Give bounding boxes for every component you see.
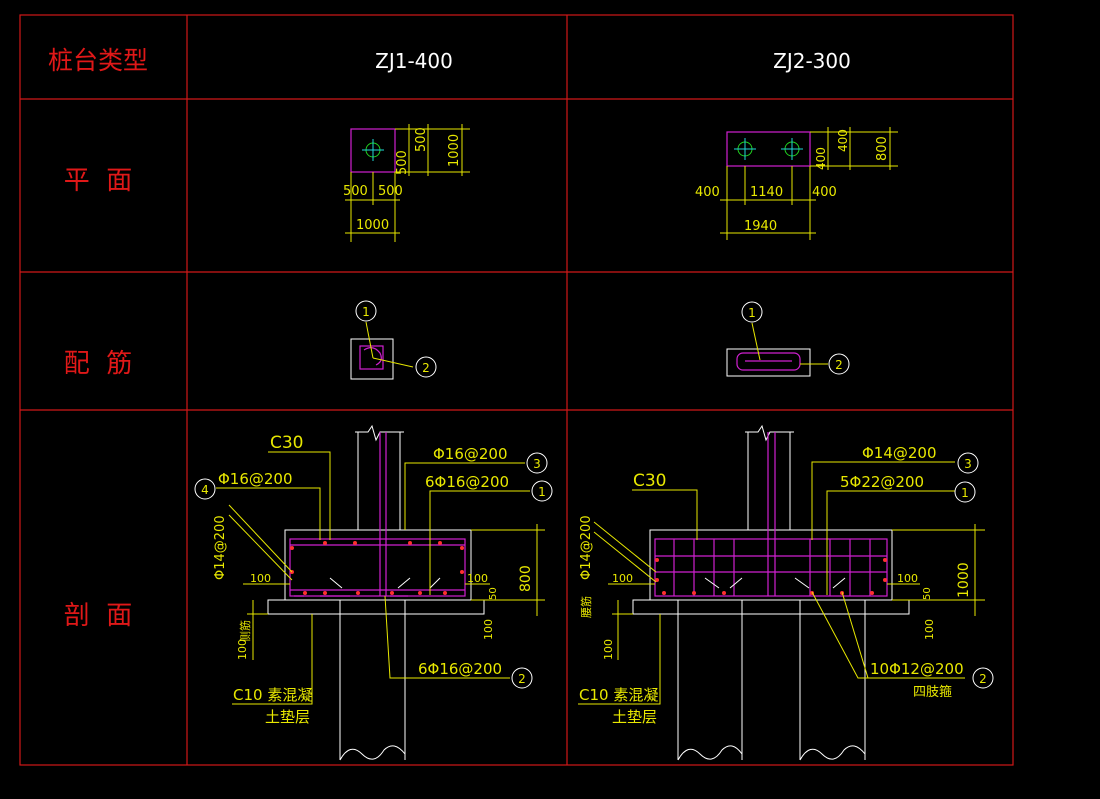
section2-pile-left xyxy=(677,600,743,760)
plan1-dim-left: 500 xyxy=(343,184,368,199)
row-section-label: 剖 面 xyxy=(64,601,133,631)
section1-cushion: C10 素混凝 xyxy=(233,686,312,704)
plan2-dim-vertical-b: 400 xyxy=(836,129,850,152)
section1-pile xyxy=(339,600,406,760)
section2-bar-stirrup: Φ14@200 xyxy=(579,515,594,580)
section2-dim-100-right: 100 xyxy=(897,572,918,585)
section1-marker-1 xyxy=(531,480,553,502)
rebar1-marker-2 xyxy=(415,356,437,378)
section2-bar-bottom-note: 四肢箍 xyxy=(913,684,952,700)
section1-dim-100-left: 100 xyxy=(250,572,271,585)
section2-cushion: C10 素混凝 xyxy=(579,686,658,704)
plan2-dim-left: 400 xyxy=(695,185,720,200)
rebar2-marker-2-text: 2 xyxy=(835,358,843,372)
section1-bar-stirrup: Φ14@200 xyxy=(213,515,228,580)
section1-dim-height: 800 xyxy=(518,565,534,592)
rebar1-bar-square xyxy=(359,345,384,370)
plan1-drawing: 500 500 1000 500 500 1000 xyxy=(343,124,470,242)
plan2-dim-total: 1940 xyxy=(744,219,777,234)
plan2-dim-mid: 1140 xyxy=(750,185,783,200)
plan2-cap-outline xyxy=(726,131,811,167)
section2-cap-outline xyxy=(649,529,893,601)
plan1-dim-vertical-total: 1000 xyxy=(447,134,462,167)
plan2-drawing: 400 400 800 400 1140 400 1940 xyxy=(695,127,898,240)
rebar2-marker-1-text: 1 xyxy=(748,306,756,320)
section2-marker-1-text: 1 xyxy=(961,486,969,500)
section1-dim-100-b: 100 xyxy=(236,639,249,660)
section1-dim-100-a: 100 xyxy=(482,619,495,640)
rebar2-bar-loop xyxy=(736,352,801,371)
plan2-dim-vertical-total: 800 xyxy=(875,136,890,161)
section2-dim-100-left: 100 xyxy=(612,572,633,585)
section2-bar-top: Φ14@200 xyxy=(862,444,937,462)
rebar2-marker-1 xyxy=(741,301,763,323)
col2-type-label: ZJ2-300 xyxy=(773,49,851,73)
section1-drawing: C30 Φ16@200 4 Φ16@200 3 6Φ16@200 1 6Φ16@… xyxy=(194,424,553,761)
section1-side-label: 侧筋 xyxy=(238,620,252,642)
section2-bar-main: 5Φ22@200 xyxy=(840,473,924,491)
row-rebar-label: 配 筋 xyxy=(64,349,133,379)
section2-concrete-label: C30 xyxy=(633,471,667,491)
section1-marker-2-text: 2 xyxy=(518,672,526,686)
row-plan-label: 平 面 xyxy=(64,166,133,196)
section2-marker-3-text: 3 xyxy=(964,457,972,471)
plan2-pile-symbol-right xyxy=(781,138,803,160)
section2-pile-right xyxy=(799,600,866,760)
section2-dim-100-b: 100 xyxy=(602,639,615,660)
section1-concrete-label: C30 xyxy=(270,433,304,453)
plan1-dim-vertical-b: 500 xyxy=(414,127,429,152)
col1-type-label: ZJ1-400 xyxy=(375,49,453,73)
rebar1-marker-1 xyxy=(355,300,377,322)
section1-bar-bottom: 6Φ16@200 xyxy=(418,660,502,678)
plan2-dim-right: 400 xyxy=(812,185,837,200)
table-border xyxy=(19,14,1014,766)
section2-dim-100-a: 100 xyxy=(923,619,936,640)
rebar2-marker-2 xyxy=(828,353,850,375)
section1-marker-4-text: 4 xyxy=(201,483,209,497)
section2-marker-1 xyxy=(954,481,976,503)
section2-marker-2 xyxy=(972,667,994,689)
section2-marker-3 xyxy=(957,452,979,474)
plan1-dim-total: 1000 xyxy=(356,218,389,233)
rebar2-cap-outline xyxy=(726,348,811,377)
plan1-pile-symbol xyxy=(362,139,384,161)
section1-cushion-layer xyxy=(267,599,485,615)
section1-bar-top: Φ16@200 xyxy=(433,445,508,463)
section2-drawing: C30 Φ14@200 3 5Φ22@200 1 Φ14@200 腰筋 10Φ1… xyxy=(578,424,994,761)
section1-marker-1-text: 1 xyxy=(538,485,546,499)
section1-bar-side: Φ16@200 xyxy=(218,470,293,488)
rebar1-drawing: 1 2 xyxy=(350,300,437,380)
section1-marker-3 xyxy=(526,452,548,474)
plan1-dim-vertical-a: 500 xyxy=(395,150,410,175)
section1-bar-main: 6Φ16@200 xyxy=(425,473,509,491)
section1-marker-2 xyxy=(511,667,533,689)
section2-cushion-sub: 土垫层 xyxy=(612,708,657,726)
header-label: 桩台类型 xyxy=(48,46,148,75)
section1-dim-50: 50 xyxy=(488,587,499,600)
section2-cushion-layer xyxy=(632,599,910,615)
section2-bar-bottom: 10Φ12@200 xyxy=(870,660,964,678)
plan2-pile-symbol-left xyxy=(734,138,756,160)
plan1-dim-right: 500 xyxy=(378,184,403,199)
section1-cushion-sub: 土垫层 xyxy=(265,708,310,726)
section2-marker-2-text: 2 xyxy=(979,672,987,686)
rebar1-marker-1-text: 1 xyxy=(362,305,370,319)
rebar1-cap-outline xyxy=(350,338,394,380)
section2-dim-height: 1000 xyxy=(956,562,972,598)
section2-dim-50: 50 xyxy=(922,587,933,600)
section1-marker-4 xyxy=(194,478,216,500)
plan2-dim-vertical-a: 400 xyxy=(814,147,828,170)
rebar1-marker-2-text: 2 xyxy=(422,361,430,375)
section1-dim-100-right: 100 xyxy=(467,572,488,585)
table-grid xyxy=(19,14,1014,766)
rebar2-drawing: 1 2 xyxy=(726,301,850,377)
section1-marker-3-text: 3 xyxy=(533,457,541,471)
section2-side-label: 腰筋 xyxy=(579,596,593,618)
